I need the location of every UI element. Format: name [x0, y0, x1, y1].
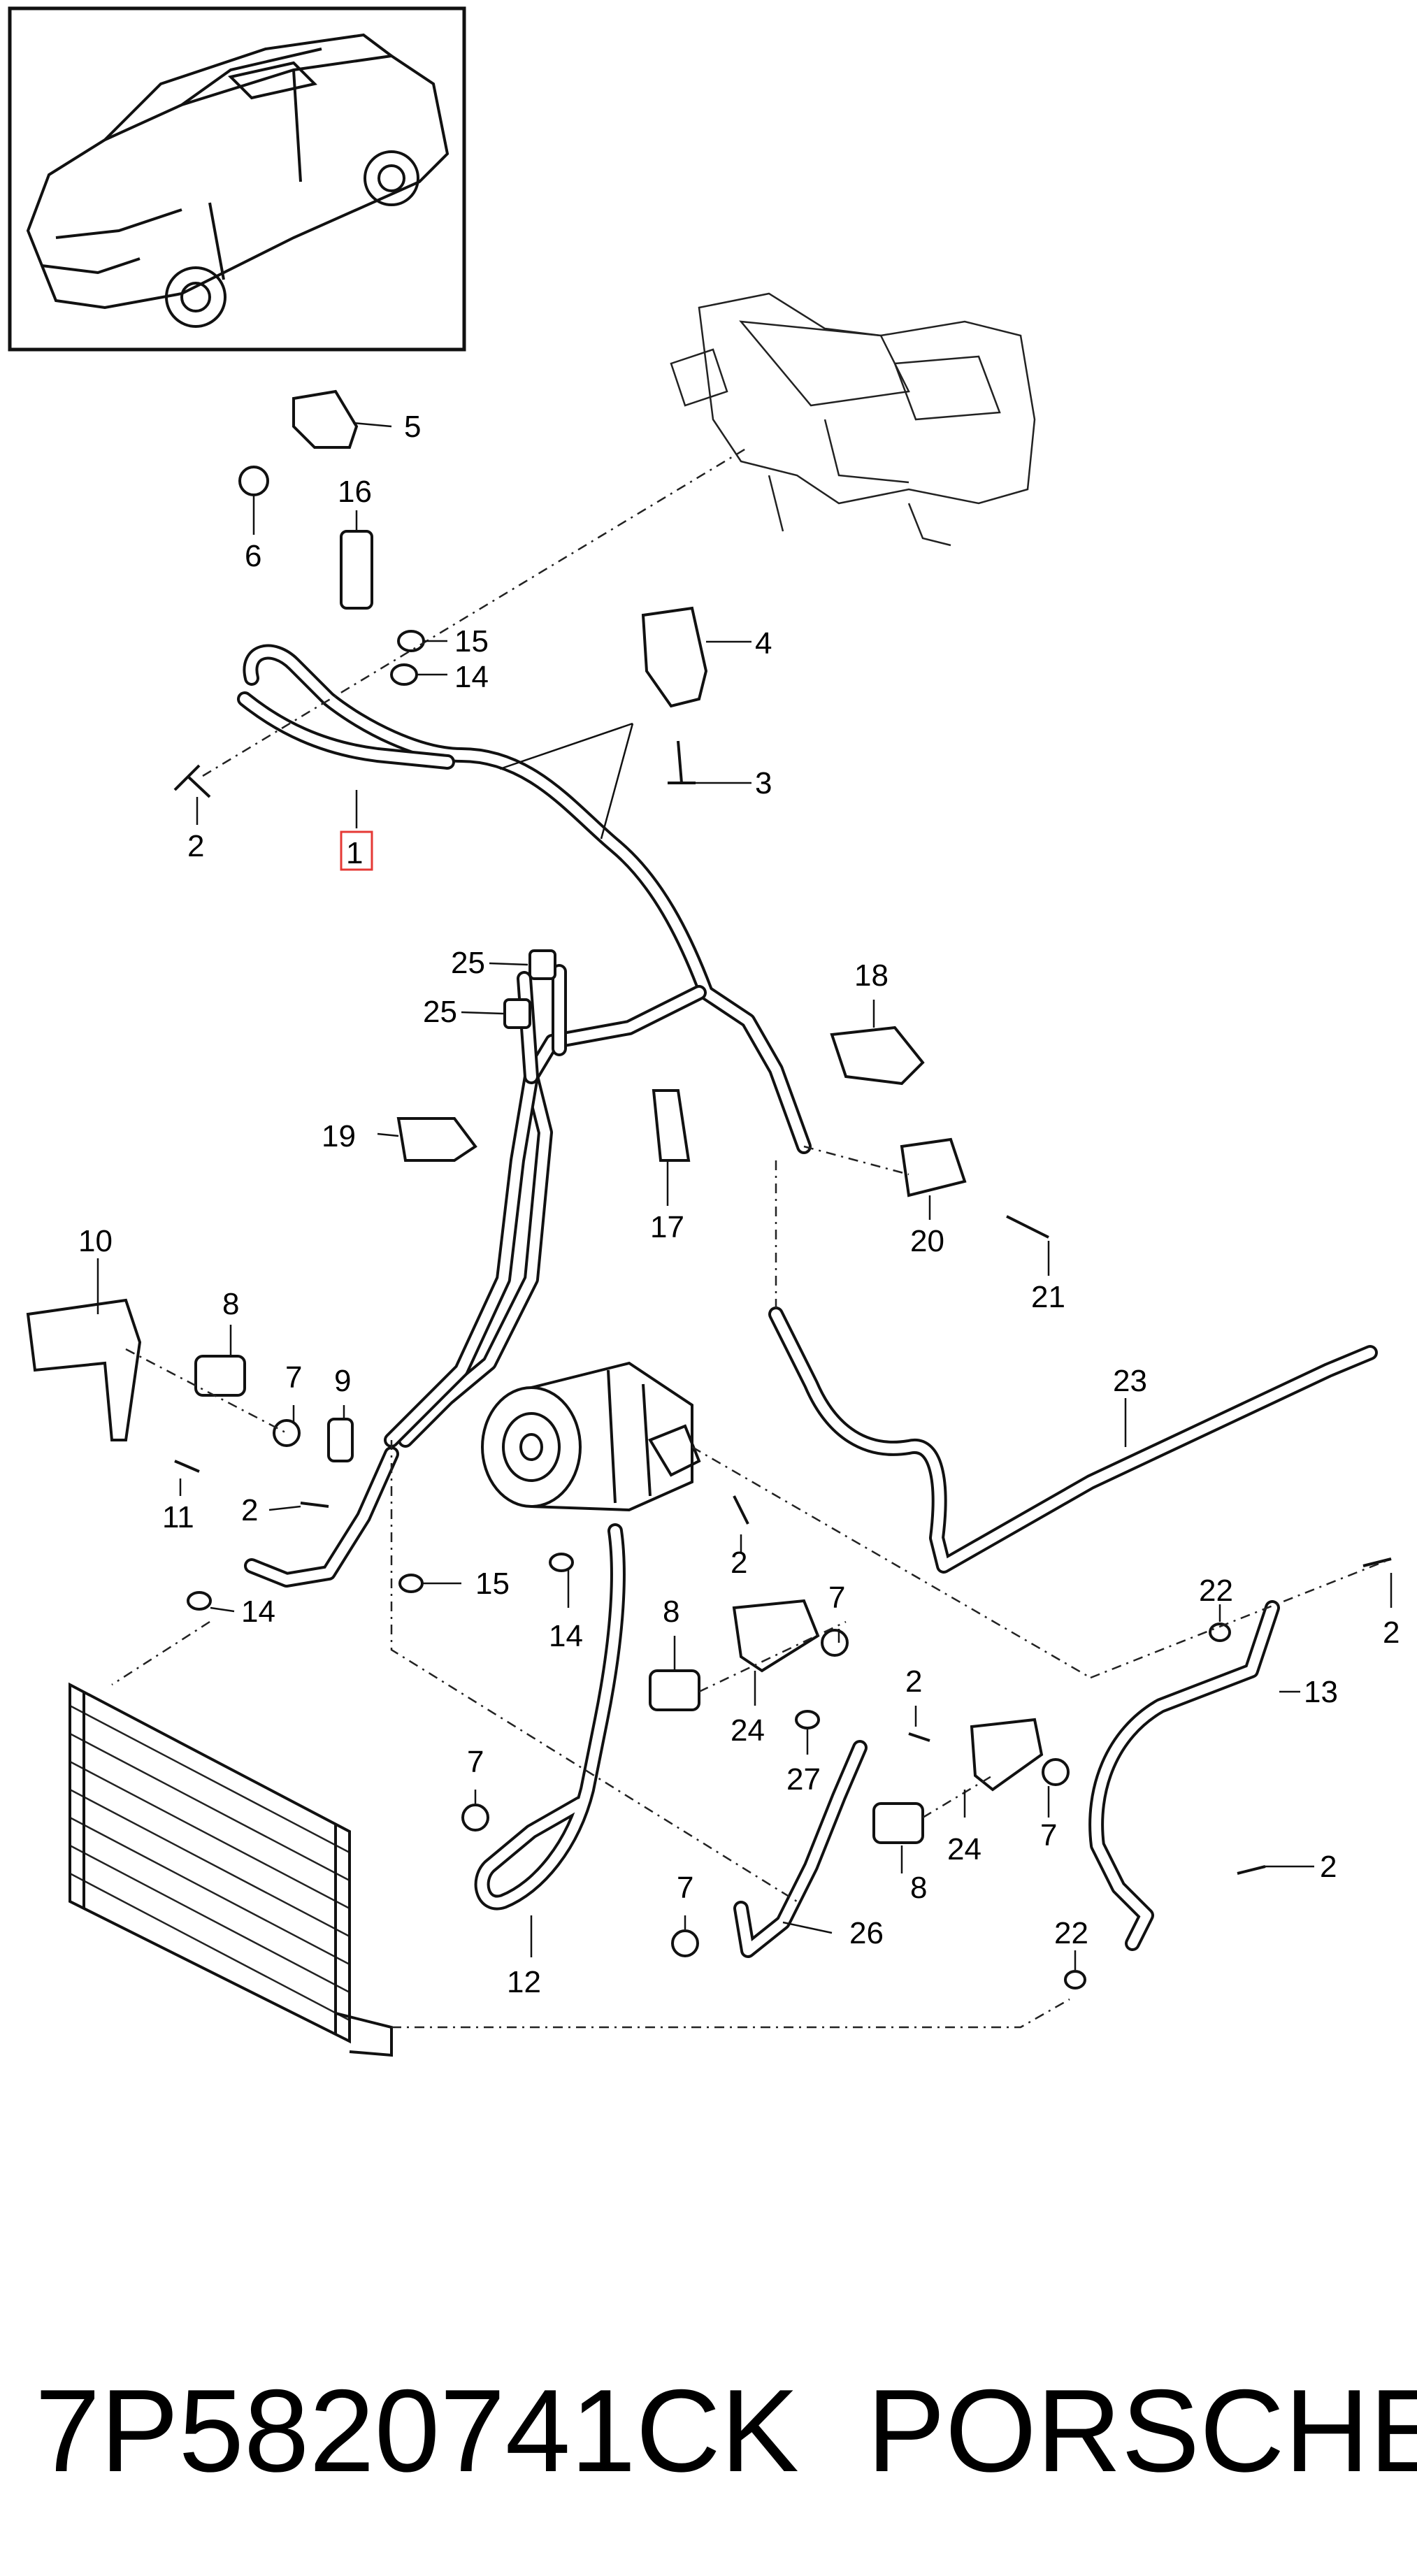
callout-24b: 24 [947, 1832, 981, 1866]
callout-7d: 7 [467, 1745, 484, 1779]
small-parts [26, 389, 1392, 1989]
callout-labels: 1 2 3 4 5 6 16 15 14 25 25 18 19 17 20 2… [78, 410, 1400, 1999]
hose-12 [474, 1523, 626, 1911]
callout-2f: 2 [1320, 1850, 1337, 1884]
callout-24a: 24 [731, 1713, 765, 1748]
callout-20: 20 [910, 1224, 944, 1258]
callout-8c: 8 [910, 1871, 927, 1905]
callout-9: 9 [334, 1364, 351, 1398]
callout-17: 17 [650, 1210, 684, 1244]
callout-22a: 22 [1199, 1574, 1233, 1608]
callout-10: 10 [78, 1224, 113, 1258]
brand-name: PORSCHE [867, 2365, 1417, 2496]
callout-19: 19 [322, 1119, 356, 1153]
callout-25b: 25 [423, 995, 457, 1029]
hose-26 [733, 1740, 868, 1958]
callout-16: 16 [338, 475, 372, 509]
callout-15: 15 [454, 624, 489, 659]
highlight-box [340, 830, 373, 871]
hose-13 [1088, 1600, 1280, 1951]
compressor [481, 1361, 701, 1512]
callout-22b: 22 [1054, 1916, 1088, 1950]
hose-assembly-1 [237, 644, 812, 1588]
hvac-housing [670, 292, 1036, 547]
callout-27: 27 [786, 1762, 821, 1797]
callout-7c: 7 [1040, 1818, 1057, 1852]
callout-18: 18 [854, 958, 889, 993]
connection-lines [111, 446, 1392, 2029]
callout-23: 23 [1113, 1364, 1147, 1398]
callout-7e: 7 [677, 1871, 693, 1905]
callout-1: 1 [346, 836, 363, 870]
vehicle-thumbnail [8, 6, 466, 352]
condenser [69, 1682, 393, 2057]
callout-2c: 2 [731, 1546, 747, 1580]
callout-7b: 7 [828, 1581, 845, 1615]
callout-14c: 14 [549, 1619, 583, 1653]
callout-2d: 2 [905, 1664, 922, 1699]
callout-2b: 2 [241, 1493, 258, 1527]
callout-7a: 7 [285, 1360, 302, 1395]
callout-8b: 8 [663, 1595, 679, 1629]
callout-25a: 25 [451, 946, 485, 980]
callout-2: 2 [187, 829, 204, 863]
part-number: 7P5820741CK [35, 2365, 799, 2496]
hose-23 [768, 1307, 1378, 1574]
callout-3: 3 [755, 766, 772, 800]
callout-4: 4 [755, 626, 772, 661]
callout-13: 13 [1304, 1675, 1338, 1709]
callout-12: 12 [507, 1965, 541, 1999]
callout-14b: 14 [241, 1595, 275, 1629]
callout-11: 11 [162, 1500, 194, 1534]
callout-26: 26 [849, 1916, 884, 1950]
callout-2e: 2 [1383, 1616, 1400, 1650]
callout-14: 14 [454, 660, 489, 694]
callout-15b: 15 [475, 1567, 510, 1601]
callout-21: 21 [1031, 1280, 1065, 1314]
leader-lines [96, 422, 1393, 1970]
callout-5: 5 [404, 410, 421, 444]
callout-8a: 8 [222, 1287, 239, 1321]
callout-6: 6 [245, 539, 261, 573]
